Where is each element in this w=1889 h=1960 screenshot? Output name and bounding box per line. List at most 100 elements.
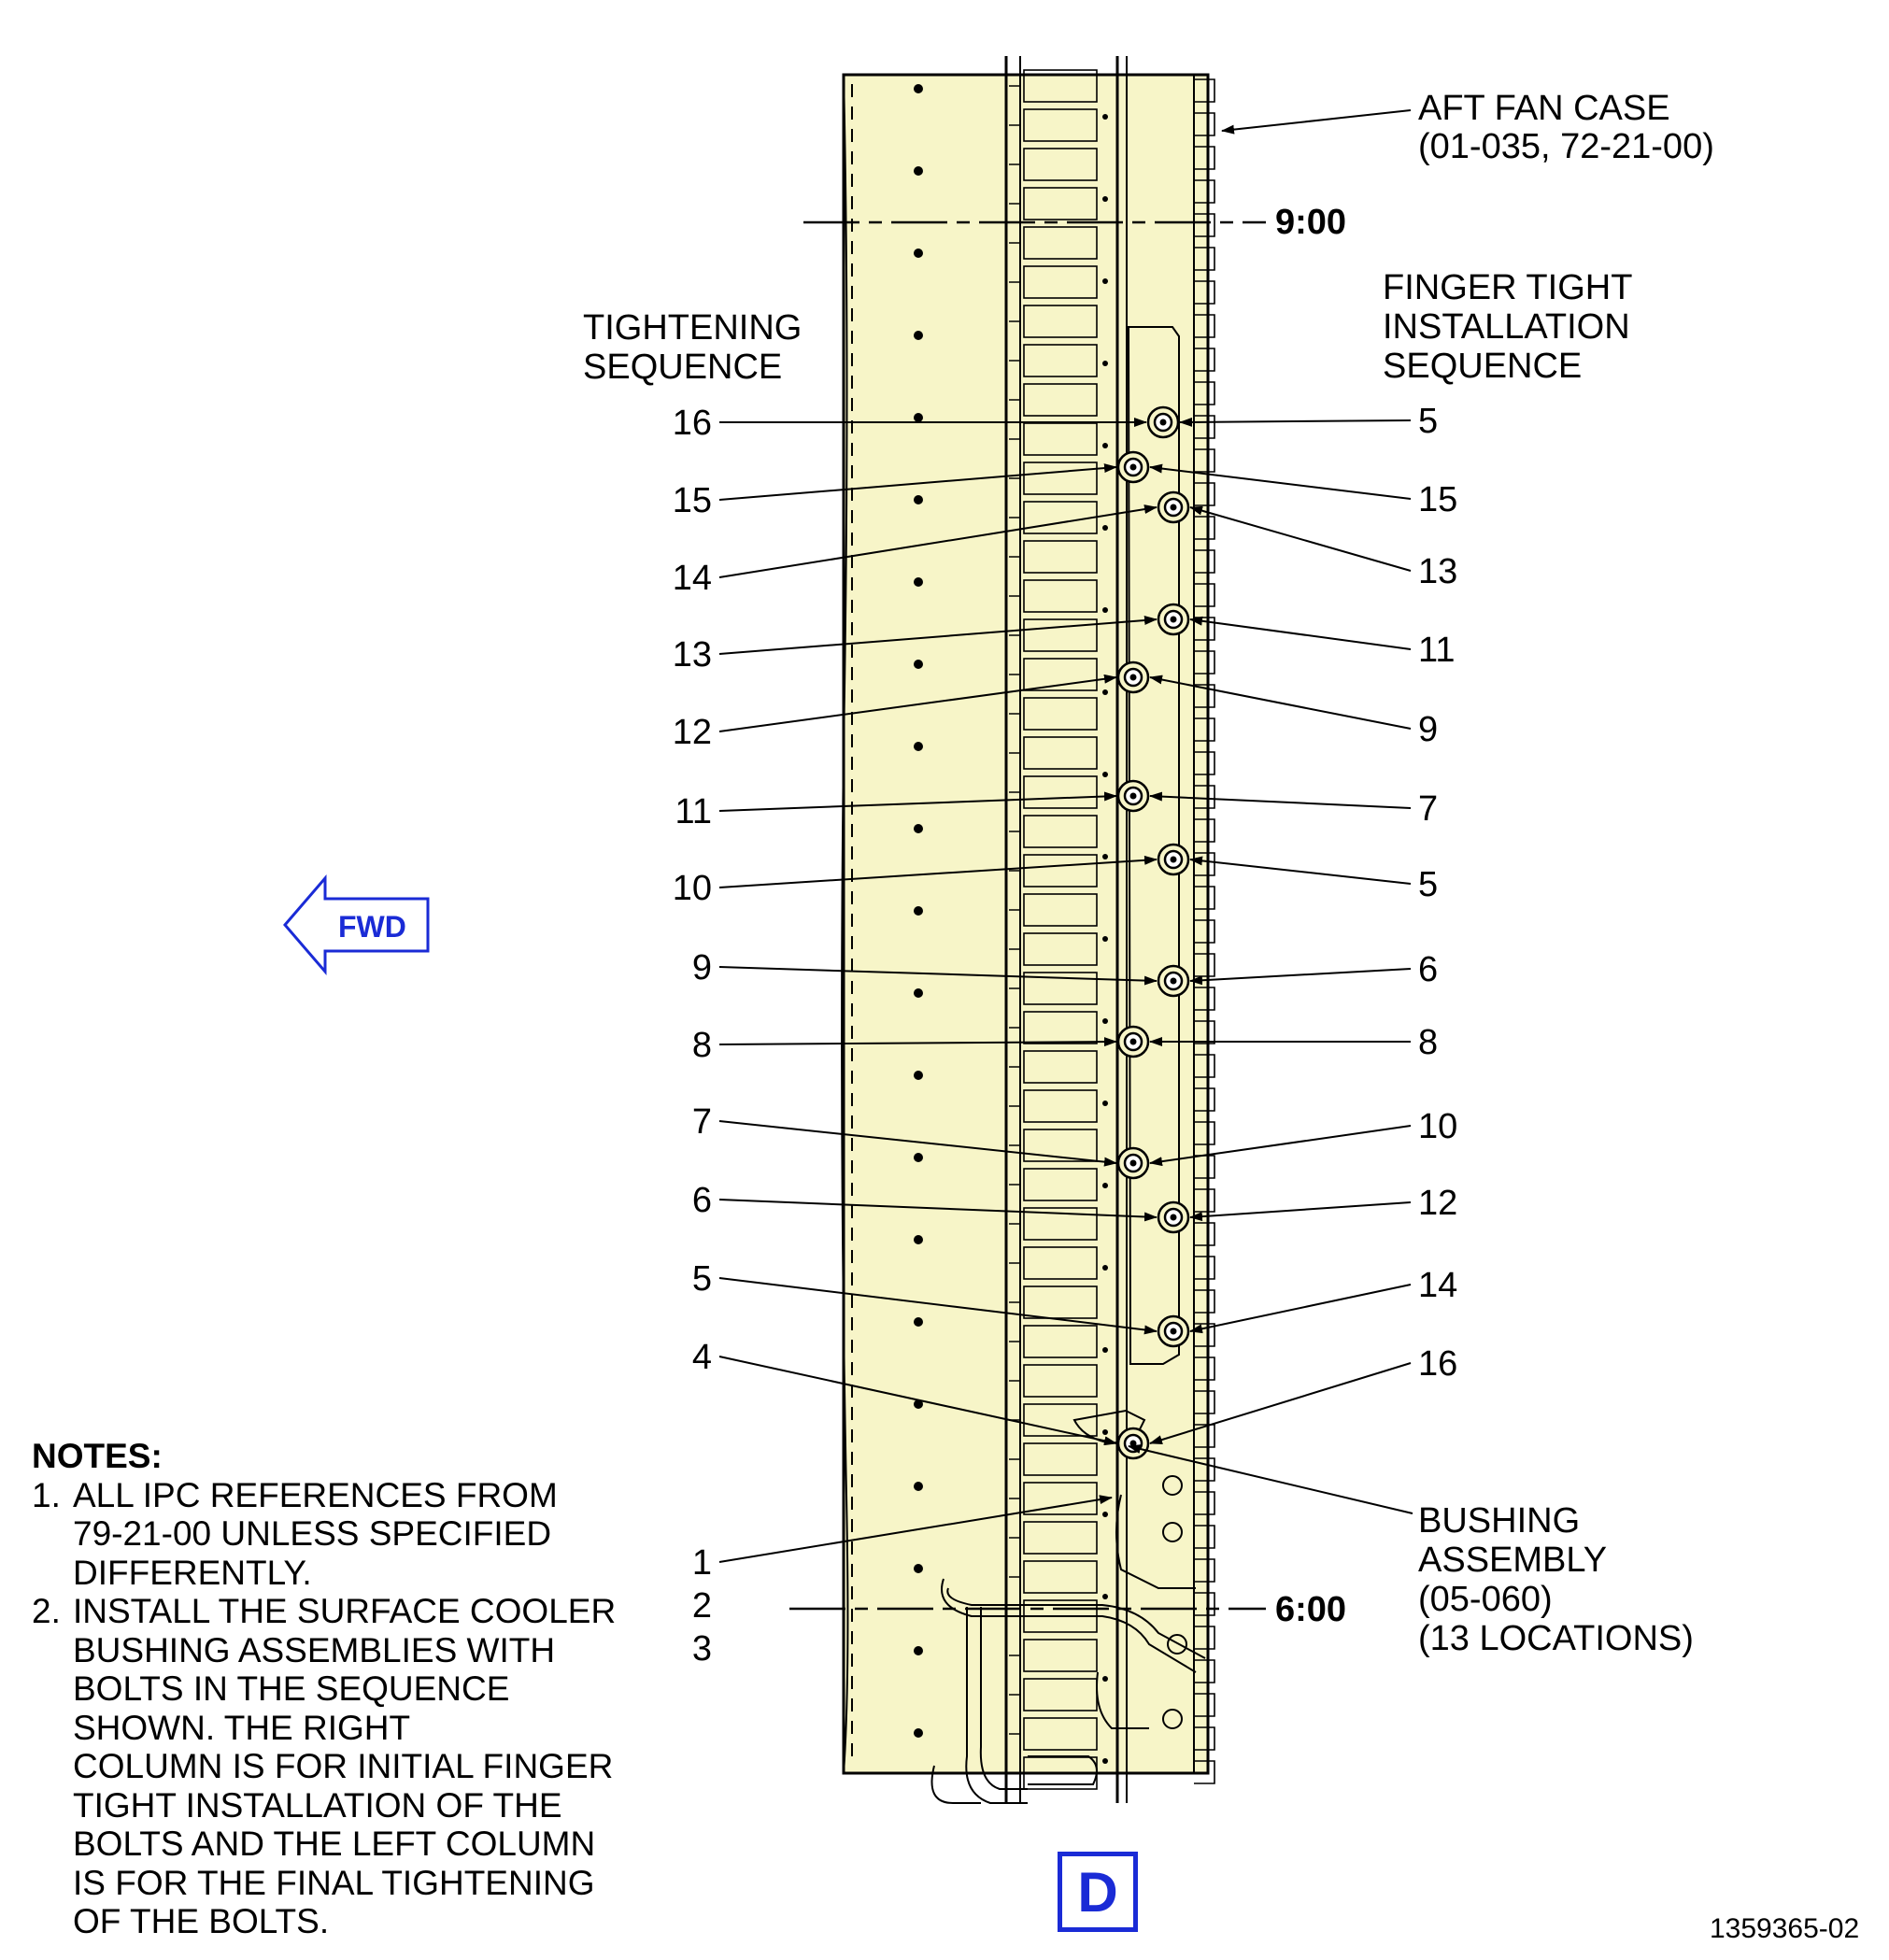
clock-6-label: 6:00 xyxy=(1275,1590,1346,1629)
note-1-line: 79-21-00 UNLESS SPECIFIED xyxy=(73,1514,552,1553)
lower-plumbing xyxy=(930,1409,1206,1804)
finger-tight-line xyxy=(1189,616,1412,650)
bushing-bolt xyxy=(1116,1025,1150,1058)
panel-dot xyxy=(1102,1265,1108,1271)
finger-tight-line xyxy=(1149,675,1412,730)
ladder-cell xyxy=(1023,1011,1098,1044)
ladder-cell xyxy=(1023,226,1098,260)
ladder-cell xyxy=(1023,815,1098,848)
aft-fan-case-label: AFT FAN CASE xyxy=(1418,89,1670,128)
panel-tooth xyxy=(1194,617,1215,641)
ladder-cell xyxy=(1023,305,1098,338)
tightening-line xyxy=(718,1037,1117,1047)
tightening-number: 5 xyxy=(692,1259,712,1299)
finger-tight-line xyxy=(1179,417,1412,427)
panel-tooth xyxy=(1194,818,1215,843)
panel-tooth xyxy=(1194,987,1215,1011)
bolt-center xyxy=(1159,419,1167,426)
ladder-cell xyxy=(1023,69,1098,103)
ladder-cell xyxy=(1023,736,1098,770)
panel-tooth xyxy=(1194,179,1215,204)
finger-tight-number: 14 xyxy=(1418,1266,1457,1305)
panel-tooth xyxy=(1194,852,1215,876)
tightening-line xyxy=(718,616,1158,655)
note-2-line: OF THE BOLTS. xyxy=(73,1902,330,1940)
finger-tight-line xyxy=(1189,856,1412,885)
panel-tooth xyxy=(1194,886,1215,910)
ladder-cell xyxy=(1023,579,1098,613)
panel-tooth xyxy=(1194,751,1215,775)
panel-tooth xyxy=(1194,1626,1215,1650)
panel-tooth xyxy=(1194,1457,1215,1482)
panel-dot xyxy=(914,660,923,669)
ladder-cell xyxy=(1023,972,1098,1005)
panel-tooth xyxy=(1194,1558,1215,1583)
tightening-number: 7 xyxy=(692,1102,712,1142)
tightening-line xyxy=(718,1199,1158,1222)
tightening-number: 3 xyxy=(692,1629,712,1669)
tightening-number: 4 xyxy=(692,1338,712,1377)
ladder-cell xyxy=(1023,1403,1098,1437)
panel-dot xyxy=(1102,1594,1108,1599)
panel-tooth xyxy=(1194,314,1215,338)
panel-dot xyxy=(1102,443,1108,448)
tightening-number: 9 xyxy=(692,948,712,987)
panel-tooth xyxy=(1194,280,1215,305)
tightening-number: 15 xyxy=(673,481,712,520)
panel-tooth xyxy=(1194,1256,1215,1280)
ladder-cell xyxy=(1023,1482,1098,1515)
panel-ladder xyxy=(1009,69,1098,1790)
panel-tooth xyxy=(1194,1222,1215,1246)
panel-tooth xyxy=(1194,213,1215,237)
panel-tooth xyxy=(1194,448,1215,473)
finger-tight-line1: FINGER TIGHT xyxy=(1383,268,1632,307)
panel-dot xyxy=(914,577,923,587)
ladder-cell xyxy=(1023,658,1098,691)
panel-dot xyxy=(1102,1758,1108,1764)
bolt-center xyxy=(1170,977,1177,985)
bushing-callout: BUSHING ASSEMBLY (05-060) (13 LOCATIONS) xyxy=(1128,1444,1694,1658)
bushing-bolt xyxy=(1157,603,1190,636)
panel-dot xyxy=(1102,361,1108,366)
bolt-center xyxy=(1129,674,1137,681)
panel-tooth xyxy=(1194,1525,1215,1549)
panel-dot xyxy=(1102,114,1108,120)
ladder-cell xyxy=(1023,1521,1098,1555)
bolt-center xyxy=(1129,1440,1137,1447)
tightening-line xyxy=(718,463,1117,501)
panel-tooth xyxy=(1194,1390,1215,1414)
panel-dot xyxy=(1102,689,1108,695)
panel-tooth xyxy=(1194,1693,1215,1717)
bushing-bolt xyxy=(1157,843,1190,876)
panel-dot xyxy=(1102,936,1108,942)
finger-tight-line xyxy=(1149,1362,1412,1444)
ladder-cell xyxy=(1023,618,1098,652)
panel-tooth xyxy=(1194,516,1215,540)
panel-tooth xyxy=(1194,1323,1215,1347)
panel-tooth xyxy=(1194,1659,1215,1683)
finger-tight-number: 7 xyxy=(1418,789,1438,829)
bolt-center xyxy=(1129,1038,1137,1045)
tightening-number: 13 xyxy=(673,635,712,675)
panel-tooth xyxy=(1194,1356,1215,1381)
panel-dot xyxy=(1102,1512,1108,1517)
note-2-line: BOLTS IN THE SEQUENCE xyxy=(73,1669,510,1708)
panel-tooth xyxy=(1194,112,1215,136)
tightening-number: 10 xyxy=(673,869,712,908)
finger-tight-line3: SEQUENCE xyxy=(1383,347,1582,386)
panel-tooth xyxy=(1194,785,1215,809)
ladder-cell xyxy=(1023,108,1098,142)
panel-dot xyxy=(1102,1183,1108,1188)
tightening-line1: TIGHTENING xyxy=(583,308,802,348)
bushing-bolt xyxy=(1116,1146,1150,1180)
finger-tight-number: 5 xyxy=(1418,402,1438,441)
panel-dot xyxy=(1102,196,1108,202)
ladder-cell xyxy=(1023,1717,1098,1751)
panel-dots xyxy=(914,84,1108,1764)
bolt-center xyxy=(1170,856,1177,863)
panel-dot xyxy=(1102,525,1108,531)
aft-fan-case-ref: (01-035, 72-21-00) xyxy=(1418,127,1714,166)
panel-tooth xyxy=(1194,684,1215,708)
ladder-cell xyxy=(1023,1089,1098,1123)
